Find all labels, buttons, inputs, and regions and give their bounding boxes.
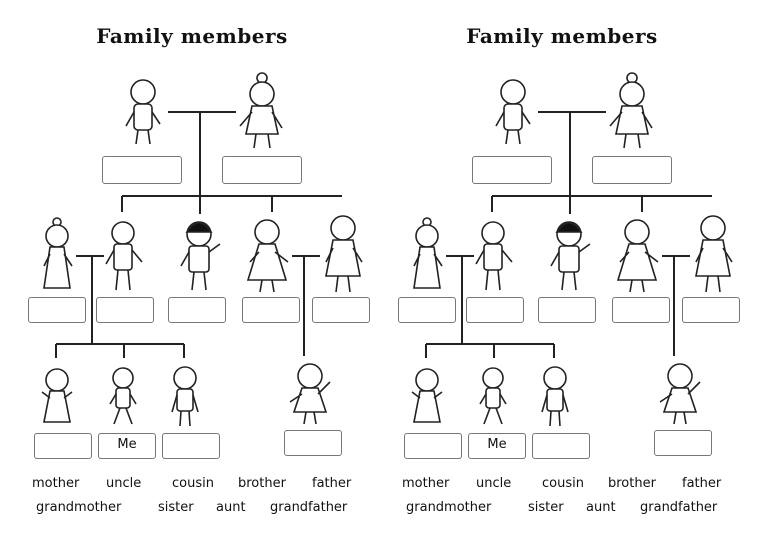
- figure-father: [475, 221, 513, 291]
- answer-box-brother[interactable]: [162, 433, 220, 459]
- figure-uncle: [180, 221, 221, 291]
- word-bank-item: cousin: [172, 476, 214, 491]
- answer-box-grandmother[interactable]: [592, 156, 672, 184]
- answer-box-father[interactable]: [466, 297, 524, 323]
- word-bank-item: brother: [238, 476, 286, 491]
- answer-box-aunt-2[interactable]: [682, 297, 740, 323]
- figure-aunt-2: [695, 215, 733, 293]
- figure-brother: [171, 366, 199, 427]
- answer-box-me: Me: [468, 433, 526, 459]
- answer-box-father[interactable]: [96, 297, 154, 323]
- word-bank-item: aunt: [216, 500, 246, 515]
- word-bank-item: aunt: [586, 500, 616, 515]
- worksheet-right: Family members: [370, 0, 754, 543]
- answer-box-sister[interactable]: [404, 433, 462, 459]
- word-bank-item: mother: [402, 476, 450, 491]
- figures: [41, 72, 363, 427]
- answer-box-uncle[interactable]: [168, 297, 226, 323]
- word-bank-item: uncle: [476, 476, 512, 491]
- answer-box-grandfather[interactable]: [102, 156, 182, 184]
- answer-box-aunt[interactable]: [612, 297, 670, 323]
- figure-me: [479, 367, 507, 425]
- word-bank-item: cousin: [542, 476, 584, 491]
- answer-box-sister[interactable]: [34, 433, 92, 459]
- word-bank-item: uncle: [106, 476, 142, 491]
- figure-father: [105, 221, 143, 291]
- figure-grandfather: [495, 79, 531, 145]
- word-bank-item: father: [312, 476, 352, 491]
- figure-cousin: [659, 363, 701, 425]
- figure-grandmother: [609, 72, 653, 149]
- word-bank-item: sister: [158, 500, 194, 515]
- figure-cousin: [289, 363, 331, 425]
- word-bank-item: father: [682, 476, 722, 491]
- answer-box-mother[interactable]: [398, 297, 456, 323]
- figure-grandfather: [125, 79, 161, 145]
- family-tree-diagram: [41, 72, 363, 427]
- figure-uncle: [550, 221, 591, 291]
- figure-mother: [413, 217, 443, 289]
- word-bank-item: sister: [528, 500, 564, 515]
- answer-box-cousin[interactable]: [654, 430, 712, 456]
- figure-sister: [411, 368, 443, 423]
- figure-sister: [41, 368, 73, 423]
- figure-brother: [541, 366, 569, 427]
- word-bank-item: grandmother: [406, 500, 492, 515]
- word-bank-item: brother: [608, 476, 656, 491]
- answer-box-uncle[interactable]: [538, 297, 596, 323]
- figure-grandmother: [239, 72, 283, 149]
- answer-box-mother[interactable]: [28, 297, 86, 323]
- answer-box-grandfather[interactable]: [472, 156, 552, 184]
- answer-box-aunt[interactable]: [242, 297, 300, 323]
- worksheet-left: Family members: [28, 24, 370, 515]
- word-bank-item: grandfather: [270, 500, 348, 515]
- figures: [411, 72, 733, 427]
- word-bank-item: grandmother: [36, 500, 122, 515]
- answer-box-grandmother[interactable]: [222, 156, 302, 184]
- word-bank-item: mother: [32, 476, 80, 491]
- answer-box-aunt-2[interactable]: [312, 297, 370, 323]
- answer-box-me: Me: [98, 433, 156, 459]
- tree-connectors: [55, 111, 342, 358]
- tree-connectors: [425, 111, 712, 358]
- family-tree-diagram: [411, 72, 733, 427]
- worksheet-title: Family members: [466, 24, 658, 48]
- worksheet-title: Family members: [96, 24, 288, 48]
- figure-aunt-2: [325, 215, 363, 293]
- figure-me: [109, 367, 137, 425]
- answer-box-cousin[interactable]: [284, 430, 342, 456]
- answer-box-brother[interactable]: [532, 433, 590, 459]
- figure-mother: [43, 217, 73, 289]
- figure-aunt: [616, 219, 659, 293]
- word-bank-item: grandfather: [640, 500, 718, 515]
- figure-aunt: [246, 219, 289, 293]
